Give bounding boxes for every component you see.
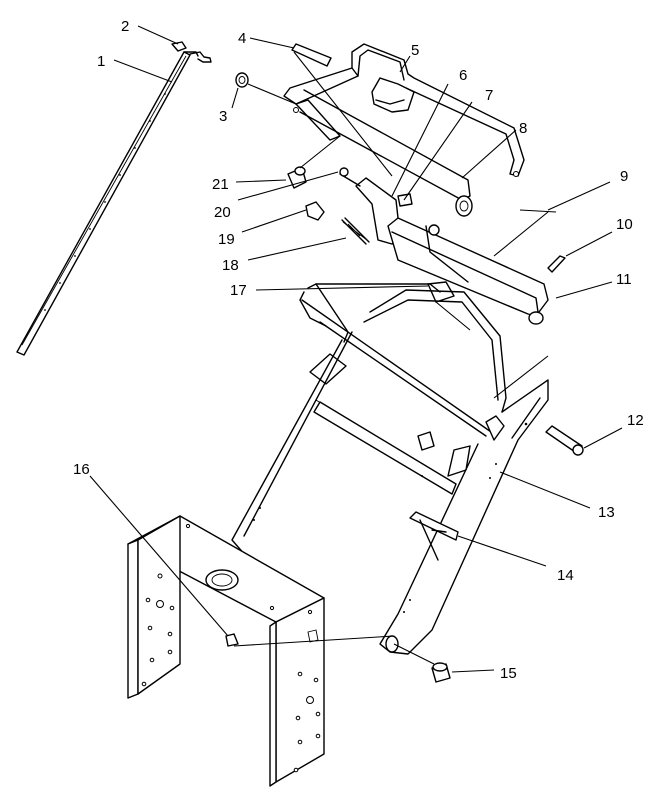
callout-3: 3 (219, 108, 227, 125)
part-7-pin (397, 193, 413, 207)
callout-21: 21 (212, 176, 229, 193)
part-3-knob (235, 72, 249, 88)
part-15-bolt (431, 662, 451, 683)
callout-6: 6 (459, 67, 467, 84)
callout-10: 10 (616, 216, 633, 233)
part-10-spring-pin (547, 255, 566, 273)
part-13-main-frame (231, 283, 549, 655)
callout-17: 17 (230, 282, 247, 299)
part-14-lever (409, 511, 459, 561)
part-11-handle-bar (387, 217, 549, 325)
part-16-base-bracket (127, 515, 325, 787)
callout-8: 8 (519, 120, 527, 137)
part-5-upper-handle (283, 43, 525, 217)
callout-18: 18 (222, 257, 239, 274)
callout-1: 1 (97, 53, 105, 70)
callout-16: 16 (73, 461, 90, 478)
callout-15: 15 (500, 665, 517, 682)
part-19-nut (305, 201, 325, 221)
callout-9: 9 (620, 168, 628, 185)
callout-11: 11 (616, 271, 632, 288)
part-1-control-rod (16, 51, 199, 356)
callout-13: 13 (598, 504, 615, 521)
callout-12: 12 (627, 412, 644, 429)
leader-lines (89, 25, 623, 673)
callout-20: 20 (214, 204, 231, 221)
callout-4: 4 (238, 30, 246, 47)
callout-labels: 1 2 3 4 5 6 7 8 9 10 11 12 13 14 15 16 1… (73, 18, 644, 682)
part-12-pin (545, 425, 584, 456)
callout-5: 5 (411, 42, 419, 59)
callout-14: 14 (557, 567, 574, 584)
part-20-washer (339, 167, 349, 177)
callout-7: 7 (485, 87, 493, 104)
part-21-fitting (287, 166, 307, 189)
part-18-washer (341, 217, 370, 245)
part-4-grip (291, 43, 332, 67)
callout-19: 19 (218, 231, 235, 248)
callout-2: 2 (121, 18, 129, 35)
part-2-clip (171, 41, 212, 63)
